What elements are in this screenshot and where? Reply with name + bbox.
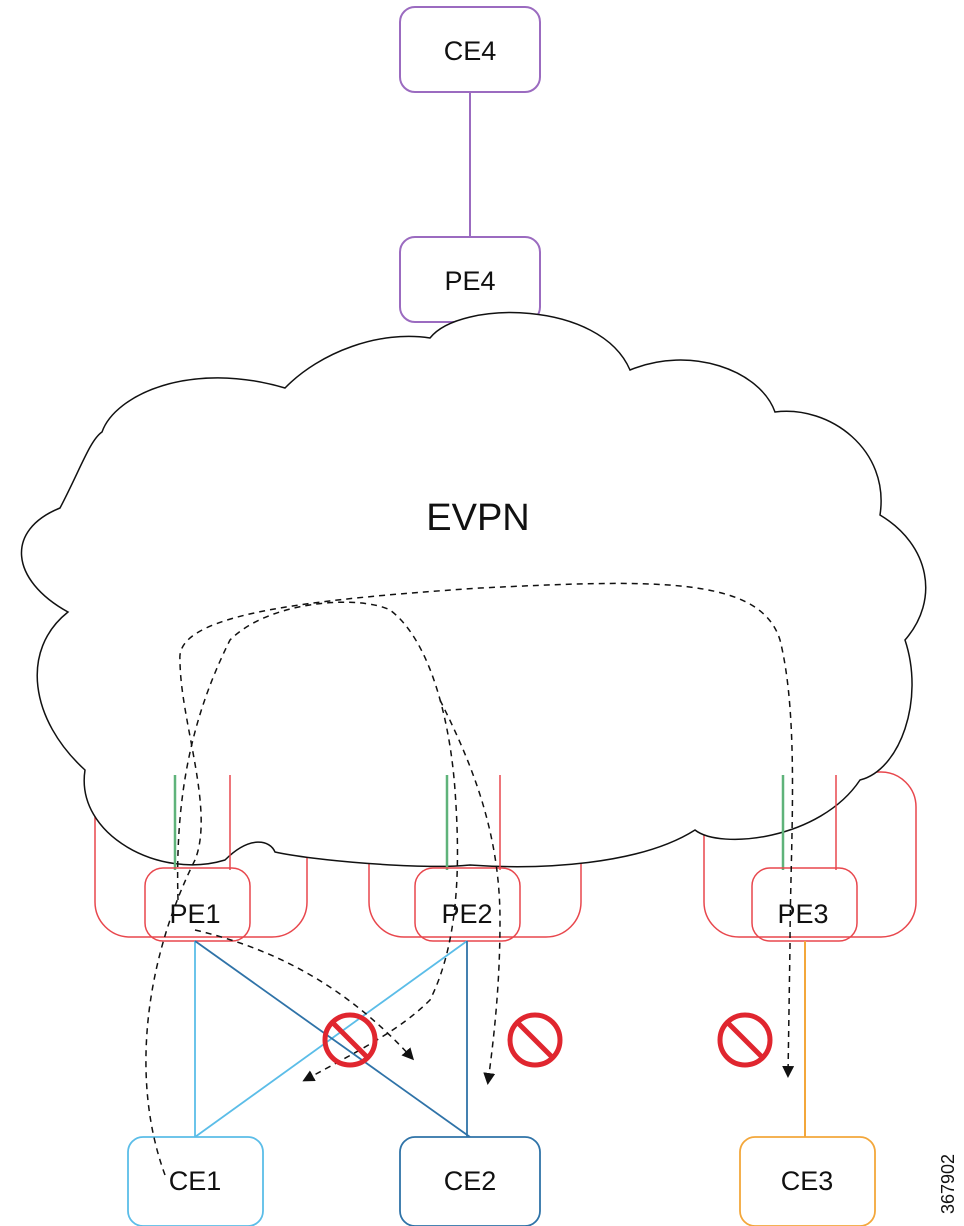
pe3-label: PE3 xyxy=(777,899,828,929)
flow-ce1-to-ce3 xyxy=(145,582,795,1176)
flow-pe1-to-ce1-via-pe2 xyxy=(176,601,459,1082)
pe4-label: PE4 xyxy=(444,266,495,296)
block-icon xyxy=(507,1012,563,1068)
pe1-inner-box xyxy=(144,867,251,942)
block-icon xyxy=(322,1012,378,1068)
flow-pe2-to-ce2 xyxy=(439,699,501,1085)
ce2-box xyxy=(399,1136,541,1226)
evpn-label: EVPN xyxy=(426,497,529,539)
ce3-box xyxy=(739,1136,876,1226)
pe2-label: PE2 xyxy=(441,899,492,929)
pe1-label: PE1 xyxy=(169,899,220,929)
flow-pe1-to-ce2 xyxy=(194,929,415,1061)
block-icon xyxy=(717,1012,773,1068)
ce2-label: CE2 xyxy=(444,1166,497,1196)
evpn-cloud xyxy=(20,311,927,868)
ce1-box xyxy=(127,1136,264,1226)
pe1-ce2-link xyxy=(194,940,471,1138)
ce3-label: CE3 xyxy=(781,1166,834,1196)
ce1-label: CE1 xyxy=(169,1166,222,1196)
ce4-label: CE4 xyxy=(444,36,497,66)
figure-id: 367902 xyxy=(938,1154,958,1214)
